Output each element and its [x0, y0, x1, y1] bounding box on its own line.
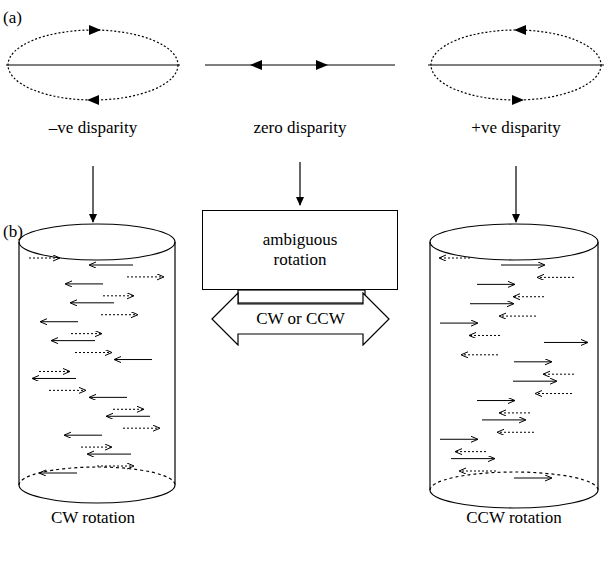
- motion-arrow: [103, 295, 133, 296]
- motion-arrow: [123, 428, 159, 429]
- motion-arrow: [440, 323, 477, 324]
- motion-arrow: [90, 265, 133, 266]
- motion-arrow: [52, 340, 95, 341]
- motion-arrow: [482, 419, 525, 420]
- panel-letter: (a): [3, 8, 33, 28]
- double-arrow: CW or CCW: [211, 292, 390, 346]
- motion-arrow: [115, 359, 152, 360]
- motion-arrow: [97, 466, 133, 467]
- motion-arrow: [514, 296, 544, 297]
- motion-arrow: [501, 265, 544, 266]
- motion-arrow: [75, 352, 111, 353]
- motion-arrow: [462, 354, 498, 355]
- motion-arrow: [460, 471, 496, 472]
- connector-block: [238, 290, 365, 303]
- direction-arrowheads: [87, 25, 526, 105]
- caption-label: zero disparity: [250, 118, 350, 138]
- motion-arrow: [81, 447, 111, 448]
- motion-arrow: [514, 478, 551, 479]
- panel-letter: (b): [3, 222, 33, 242]
- motion-arrow: [39, 371, 69, 372]
- motion-arrow: [470, 335, 500, 336]
- motion-arrow: [49, 390, 85, 391]
- motion-arrow: [477, 400, 514, 401]
- motion-arrow: [40, 473, 77, 474]
- motion-arrow: [66, 283, 103, 284]
- motion-arrow: [65, 435, 102, 436]
- motion-arrow: [101, 314, 137, 315]
- motion-arrow: [514, 361, 551, 362]
- motion-arrow: [107, 416, 150, 417]
- cylinders: [19, 224, 598, 508]
- caption-label: –ve disparity: [48, 118, 138, 138]
- outcome-box: ambiguous rotation: [202, 210, 398, 290]
- motion-arrow: [544, 374, 574, 375]
- motion-arrow: [498, 432, 534, 433]
- motion-arrow: [440, 258, 470, 259]
- motion-arrow: [536, 393, 572, 394]
- motion-arrow: [71, 333, 101, 334]
- caption-label: CCW rotation: [464, 508, 564, 528]
- caption-label: +ve disparity: [471, 118, 561, 138]
- motion-arrow: [456, 451, 486, 452]
- motion-arrow: [500, 316, 536, 317]
- motion-arrows: [29, 258, 587, 478]
- caption-label: CW rotation: [43, 508, 143, 528]
- motion-arrow: [88, 454, 131, 455]
- motion-arrow: [29, 258, 59, 259]
- motion-arrow: [440, 439, 477, 440]
- motion-arrow: [513, 381, 556, 382]
- node-text: CW or CCW: [256, 309, 344, 329]
- motion-arrow: [90, 397, 127, 398]
- motion-arrow: [71, 302, 114, 303]
- motion-arrow: [127, 276, 163, 277]
- motion-arrow: [538, 277, 574, 278]
- motion-arrow: [33, 378, 76, 379]
- motion-arrow: [477, 284, 514, 285]
- motion-arrow: [544, 342, 587, 343]
- node-text: ambiguous rotation: [245, 230, 355, 269]
- motion-arrow: [41, 321, 78, 322]
- disparity-figures: [6, 30, 604, 100]
- motion-arrow: [470, 303, 513, 304]
- motion-arrow: [113, 409, 143, 410]
- motion-arrow: [451, 458, 494, 459]
- motion-arrow: [500, 412, 530, 413]
